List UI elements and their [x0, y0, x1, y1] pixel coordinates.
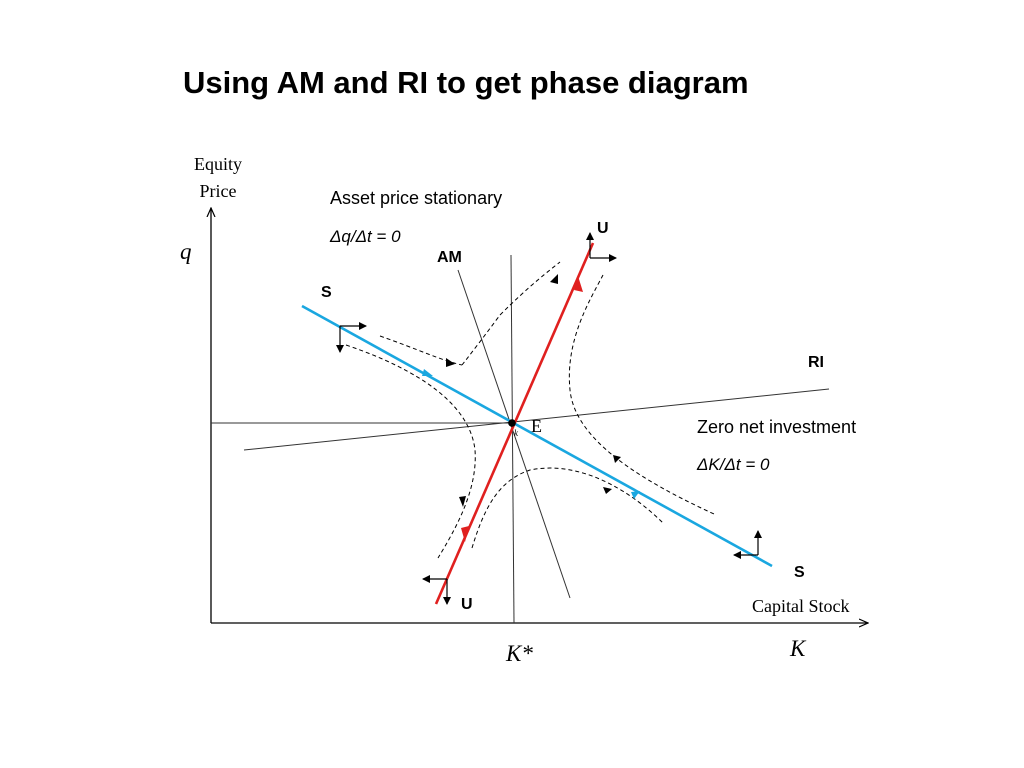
k-star-label: K*: [505, 641, 533, 666]
direction-cross-lower-right: [733, 530, 762, 559]
trajectory-upper-left-3: [499, 261, 561, 316]
y-axis-symbol: q: [180, 239, 192, 264]
stable-arrow-upper: [422, 369, 433, 376]
trajectory-lower-left: [345, 344, 476, 559]
equilibrium-point: [508, 419, 516, 427]
unstable-arrow-lower: [461, 526, 469, 542]
unstable-arrow-upper: [574, 276, 583, 292]
stable-arrow-lower: [631, 491, 640, 499]
trajectory-arrow-4: [613, 455, 621, 463]
direction-cross-lower-left: [422, 575, 451, 605]
s-label-top: S: [321, 284, 332, 301]
s-label-bottom: S: [794, 564, 805, 581]
equilibrium-label: E: [531, 416, 542, 436]
trajectory-arrow-2: [550, 274, 558, 284]
u-label-bottom: U: [461, 596, 473, 613]
x-axis-symbol: K: [789, 636, 807, 661]
y-axis-title-line2: Price: [200, 181, 237, 201]
ri-line: [243, 388, 830, 451]
am-label: AM: [437, 249, 462, 266]
stable-saddle-path: [301, 304, 773, 568]
trajectory-arrow-5: [603, 487, 612, 494]
trajectory-upper-left: [379, 335, 463, 366]
am-line: [457, 269, 571, 599]
x-axis-title: Capital Stock: [752, 596, 850, 616]
y-axis-title-line1: Equity: [194, 154, 242, 174]
investment-equation: ΔK/Δt = 0: [696, 455, 770, 474]
page-title: Using AM and RI to get phase diagram: [183, 65, 749, 100]
direction-cross-upper-right: [586, 232, 617, 262]
trajectory-upper-left-2: [461, 314, 501, 366]
asset-stationary-equation: Δq/Δt = 0: [329, 227, 401, 246]
k-star-guide: [510, 254, 515, 624]
equilibrium-small-label: k: [514, 428, 519, 438]
ri-label: RI: [808, 354, 824, 371]
asset-stationary-label: Asset price stationary: [330, 188, 502, 208]
trajectory-lower-right: [471, 467, 665, 549]
trajectory-upper-right: [568, 274, 715, 515]
trajectory-arrow-3: [459, 496, 466, 507]
zero-investment-label: Zero net investment: [697, 417, 856, 437]
u-label-top: U: [597, 220, 609, 237]
direction-cross-upper-left: [336, 322, 367, 353]
trajectory-arrow-1: [446, 358, 455, 367]
